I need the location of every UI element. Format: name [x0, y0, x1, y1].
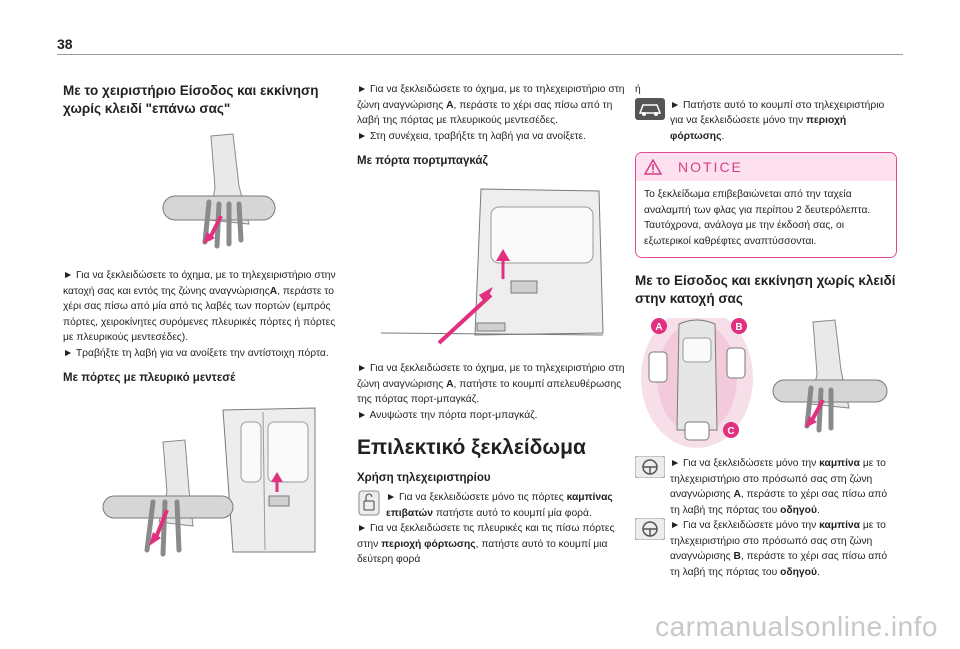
paragraph: ► Για να ξεκλειδώσετε το όχημα, με το τη…: [357, 84, 625, 126]
unlock-cabin-row: ► Για να ξεκλειδώσετε μόνο τις πόρτες κα…: [357, 490, 627, 521]
column-1: Με το χειριστήριο Είσοδος και εκκίνηση χ…: [63, 60, 343, 557]
steering-wheel-icon: [635, 518, 665, 540]
paragraph: ► Για να ξεκλειδώσετε το όχημα, με το τη…: [63, 270, 336, 343]
notice-box: NOTICE Το ξεκλείδωμα επιβεβαιώνεται από …: [635, 152, 897, 258]
paragraph: ► Για να ξεκλειδώσετε μόνο την καμπίνα μ…: [670, 520, 888, 578]
watermark: carmanualsonline.info: [655, 611, 938, 642]
steering-wheel-icon: [635, 456, 665, 478]
subheading: Χρήση τηλεχειριστηρίου: [357, 472, 491, 484]
subheading: Με πόρτα πορτμπαγκάζ: [357, 155, 488, 167]
paragraph: ► Ανυψώστε την πόρτα πορτ-μπαγκάζ.: [357, 409, 538, 421]
cabin-zone-a-row: ► Για να ξεκλειδώσετε μόνο την καμπίνα μ…: [635, 456, 897, 518]
section-heading: Με το Είσοδος και εκκίνηση χωρίς κλειδί …: [635, 273, 896, 306]
paragraph: ► Για να ξεκλειδώσετε μόνο την καμπίνα μ…: [670, 458, 888, 516]
notice-body: Το ξεκλείδωμα επιβεβαιώνεται από την ταχ…: [636, 181, 896, 257]
load-area-row: ► Πατήστε αυτό το κουμπί στο τηλεχειριστ…: [635, 97, 897, 145]
zone-a-label: A: [655, 322, 662, 333]
tailgate-illustration: [369, 183, 615, 353]
section-heading: Με το χειριστήριο Είσοδος και εκκίνηση χ…: [63, 83, 319, 116]
paragraph: ► Τραβήξτε τη λαβή για να ανοίξετε την α…: [63, 347, 329, 359]
paragraph: ► Για να ξεκλειδώσετε το όχημα, με το τη…: [357, 363, 625, 405]
side-hinge-door-illustration: [93, 402, 323, 557]
paragraph: ► Πατήστε αυτό το κουμπί στο τηλεχειριστ…: [670, 99, 885, 142]
column-3: ή ► Πατήστε αυτό το κουμπί στο τηλεχειρι…: [635, 60, 897, 580]
column-2: ► Για να ξεκλειδώσετε το όχημα, με το τη…: [357, 60, 627, 568]
notice-header: NOTICE: [636, 153, 896, 181]
paragraph: ► Στη συνέχεια, τραβήξτε τη λαβή για να …: [357, 130, 587, 142]
paragraph: ► Για να ξεκλειδώσετε τις πλευρικές και …: [357, 523, 615, 565]
zone-b-label: B: [735, 322, 742, 333]
notice-title: NOTICE: [678, 159, 743, 175]
subheading: Με πόρτες με πλευρικό μεντεσέ: [63, 372, 236, 384]
or-label: ή: [635, 84, 641, 95]
unlock-icon: [357, 490, 381, 516]
cabin-zone-b-row: ► Για να ξεκλειδώσετε μόνο την καμπίνα μ…: [635, 518, 897, 580]
big-heading: Επιλεκτικό ξεκλείδωμα: [357, 436, 586, 459]
van-rear-icon: [635, 97, 665, 120]
zone-c-label: C: [727, 426, 734, 437]
warning-triangle-icon: [644, 159, 662, 175]
page-number: 38: [57, 36, 73, 52]
top-rule: [57, 54, 903, 55]
zones-illustration: A B C: [635, 318, 897, 450]
hand-handle-illustration-1: [159, 132, 279, 252]
paragraph: ► Για να ξεκλειδώσετε μόνο τις πόρτες κα…: [386, 492, 613, 519]
